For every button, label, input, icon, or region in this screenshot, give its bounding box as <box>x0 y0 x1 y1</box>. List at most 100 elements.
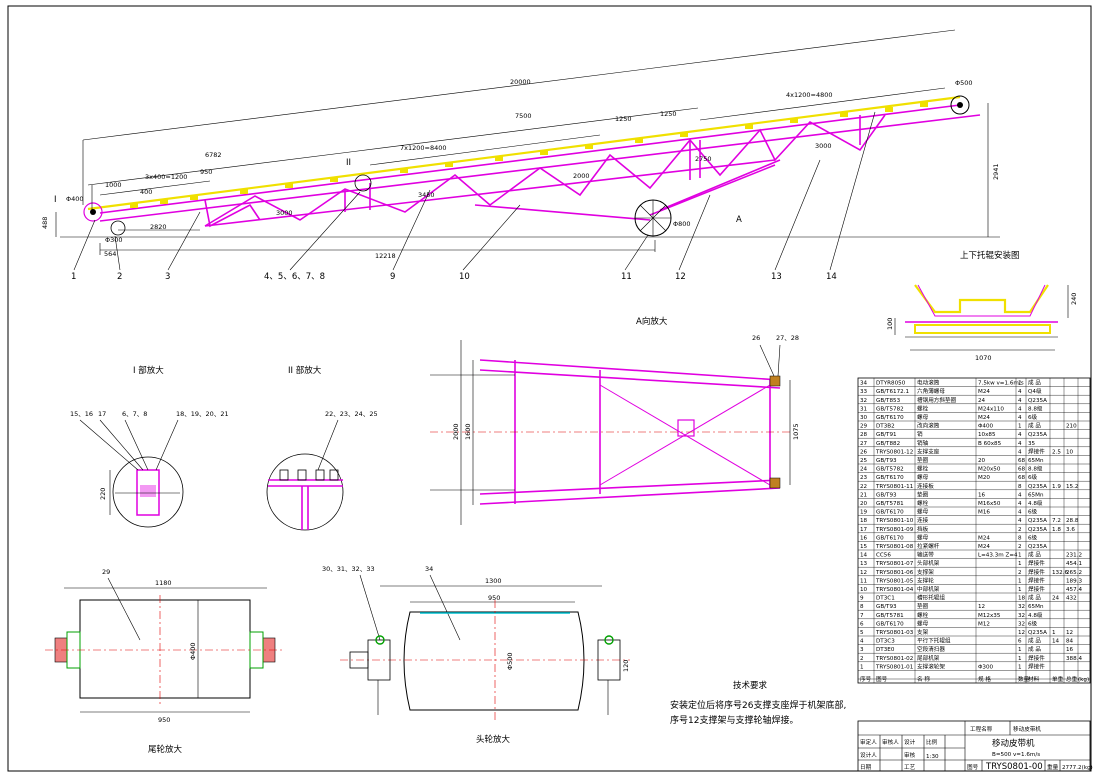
callout-9: 9 <box>390 272 395 282</box>
bom-cell: GB/T93 <box>876 604 897 610</box>
bom-cell: 29 <box>860 424 868 430</box>
bom-cell: GB/T5781 <box>876 613 904 619</box>
bom-cell: 成 品 <box>1028 637 1041 645</box>
bom-cell: 7 <box>860 613 864 619</box>
bom-cell: 32 <box>860 398 867 404</box>
bom-cell: 1 <box>1018 553 1022 559</box>
view-A: A向放大 2000 1600 1075 26 27、28 <box>430 316 800 525</box>
idler-height: 240 <box>1070 293 1078 305</box>
bom-cell: 16 <box>978 492 986 498</box>
bom-cell: 2 <box>1018 570 1022 576</box>
bom-cell: M16x50 <box>978 501 1001 507</box>
bom-cell: 槽钢用方斜垫圈 <box>917 396 957 404</box>
bom-cell: M24 <box>978 535 990 541</box>
dim-4x1200: 4x1200=4800 <box>786 91 833 99</box>
detail-II-title: II 部放大 <box>288 365 322 376</box>
tb-label-8: 图号 <box>967 763 979 771</box>
bom-cell: DTYR8050 <box>876 381 906 387</box>
bom-cell: 32 <box>1018 621 1025 627</box>
tb-weight: 2777.2(kg) <box>1062 765 1093 771</box>
tail-wheel-dia: Φ400 <box>189 642 197 660</box>
bom-cell: 8.8级 <box>1028 465 1043 473</box>
bom-cell: 68 <box>1018 475 1026 481</box>
dim-wheel-phi: Φ800 <box>673 220 691 228</box>
detail-II: II 部放大 22、23、24、25 <box>266 365 378 531</box>
bom-cell: Q235A <box>1028 398 1047 404</box>
tb-drawing-no: TRYS0801-00 <box>985 762 1043 772</box>
bom-cell: 支架 <box>917 628 929 636</box>
bom-cell: TRYS0801-01 <box>875 664 914 670</box>
detail-I-callout-1: 15、16 <box>70 410 93 418</box>
bom-cell: 8 <box>1018 535 1022 541</box>
bom-cell: TRYS0801-08 <box>875 544 914 550</box>
bom-cell: 31 <box>860 406 868 412</box>
bom-cell: 1.8 <box>1052 527 1061 533</box>
dim-tail-phi: Φ400 <box>66 195 84 203</box>
bom-cell: 螺栓 <box>917 404 929 412</box>
bom-cell: 4 <box>1018 501 1022 507</box>
bom-cell: 4 <box>1018 398 1022 404</box>
bom-cell: 68 <box>1018 458 1026 464</box>
head-wheel-side: 120 <box>622 660 630 672</box>
bom-cell: 支撑轮 <box>917 576 934 584</box>
bom-cell: M16 <box>978 510 990 516</box>
bom-cell: Q235A <box>1028 544 1047 550</box>
mark-view-A: A <box>736 215 742 225</box>
tb-label-9: 重量 <box>1047 763 1059 771</box>
bom-cell: 成 品 <box>1028 551 1041 559</box>
bom-cell: Φ400 <box>978 424 994 430</box>
bom-cell: CC56 <box>876 553 891 559</box>
bom-cell: TRYS0801-03 <box>875 630 914 636</box>
bom-cell: 1 <box>1018 381 1022 387</box>
bom-cell: 输送带 <box>917 551 934 559</box>
bom-cell: 支撑滚轮架 <box>917 662 945 670</box>
tail-wheel-title: 尾轮放大 <box>148 744 183 755</box>
dim-7500: 7500 <box>515 112 532 120</box>
bom-cell: TRYS0801-04 <box>875 587 914 593</box>
bom-cell: 螺栓 <box>917 465 929 473</box>
bom-cell: L=43.3m Z=4 <box>978 553 1018 559</box>
detail-I-callout-2: 17 <box>98 410 106 418</box>
bom-cell: 4 <box>1018 406 1022 412</box>
bom-cell: 平行下托辊组 <box>917 637 951 645</box>
bom-cell: 65Mn <box>1028 604 1044 610</box>
mark-I: I <box>54 195 57 205</box>
bom-cell: Q235A <box>1028 518 1047 524</box>
bom-cell: 4 <box>1018 432 1022 438</box>
bom-cell: 六角薄螺母 <box>917 387 945 395</box>
bom-cell: GB/T93 <box>876 458 897 464</box>
bom-cell: 支撑支座 <box>917 447 940 455</box>
bom-cell: 中部机架 <box>917 585 940 593</box>
head-wheel-dim-top: 1300 <box>485 577 502 585</box>
dim-head-phi: Φ500 <box>955 79 973 87</box>
bom-cell: 1 <box>1018 647 1022 653</box>
bom-cell: 8 <box>1018 484 1022 490</box>
view-A-dim-2: 1600 <box>464 423 472 440</box>
main-callouts: 1 2 3 4、5、6、7、8 9 10 11 12 13 14 <box>71 272 837 282</box>
bom-cell: 33 <box>860 389 868 395</box>
dim-1250b: 1250 <box>660 110 677 118</box>
tb-label-6: 日期 <box>860 764 872 771</box>
head-wheel-view: 30、31、32、33 34 1300 950 120 Φ500 头轮放大 <box>322 565 630 745</box>
dim-12218: 12218 <box>375 252 396 260</box>
bom-cell: 8.8级 <box>1028 404 1043 412</box>
bom-cell: 焊接件 <box>1028 585 1045 593</box>
dim-3x400: 3x400=1200 <box>145 173 187 181</box>
idler-install-view: 上下托辊安装图 1070 240 100 <box>886 250 1078 362</box>
bom-cell: M12x35 <box>978 613 1001 619</box>
bom-cell: 20 <box>978 458 986 464</box>
bom-cell: 210 <box>1066 424 1077 430</box>
bom-cell: 1 <box>1018 424 1022 430</box>
bom-cell: 15 <box>860 544 868 550</box>
bom-cell: 14 <box>1052 639 1060 645</box>
bom-cell: Q235A <box>1028 484 1047 490</box>
bom-cell: 连接 <box>917 516 929 524</box>
bom-cell: 1 <box>1018 578 1022 584</box>
bom-cell: 销 <box>917 430 923 438</box>
bom-cell: 改向滚筒 <box>917 422 940 430</box>
callout-14: 14 <box>826 272 837 282</box>
bom-cell: 螺母 <box>917 619 929 627</box>
bom-cell: 132.6 <box>1052 570 1068 576</box>
tb-label-0: 审定人 <box>860 738 877 746</box>
bom-cell: 1 <box>1018 561 1022 567</box>
